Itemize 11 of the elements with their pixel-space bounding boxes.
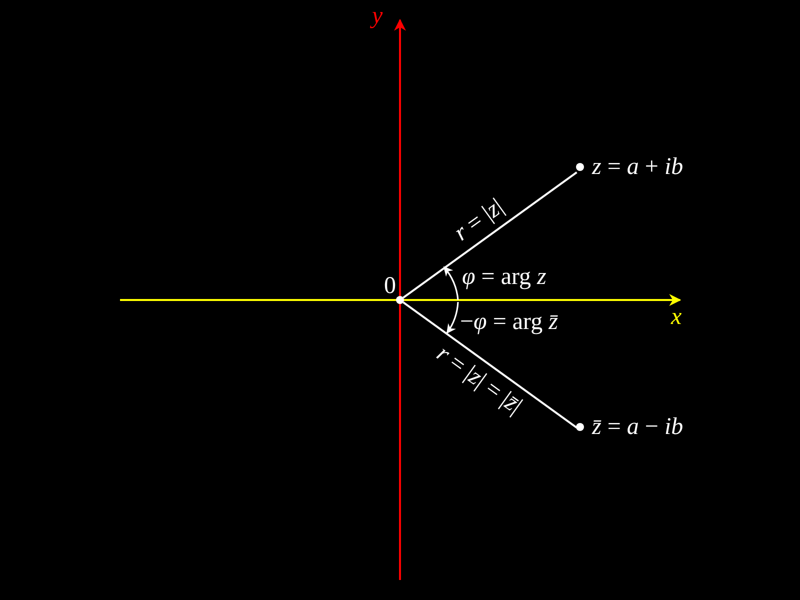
angle-label: −φ = arg z̄ — [460, 310, 558, 334]
axis-label: y — [372, 4, 383, 28]
point-label: 0 — [384, 274, 396, 298]
point-label: z = a + ib — [592, 155, 684, 179]
edge-label: r = |z| = |z̄| — [432, 341, 527, 418]
axis-label: x — [671, 305, 682, 329]
angle-label: φ = arg z — [462, 265, 546, 289]
line-segment — [402, 172, 578, 298]
line-segment — [402, 302, 578, 428]
edge-label: r = |z| — [450, 194, 508, 246]
point-label: z̄ = a − ib — [592, 415, 684, 439]
